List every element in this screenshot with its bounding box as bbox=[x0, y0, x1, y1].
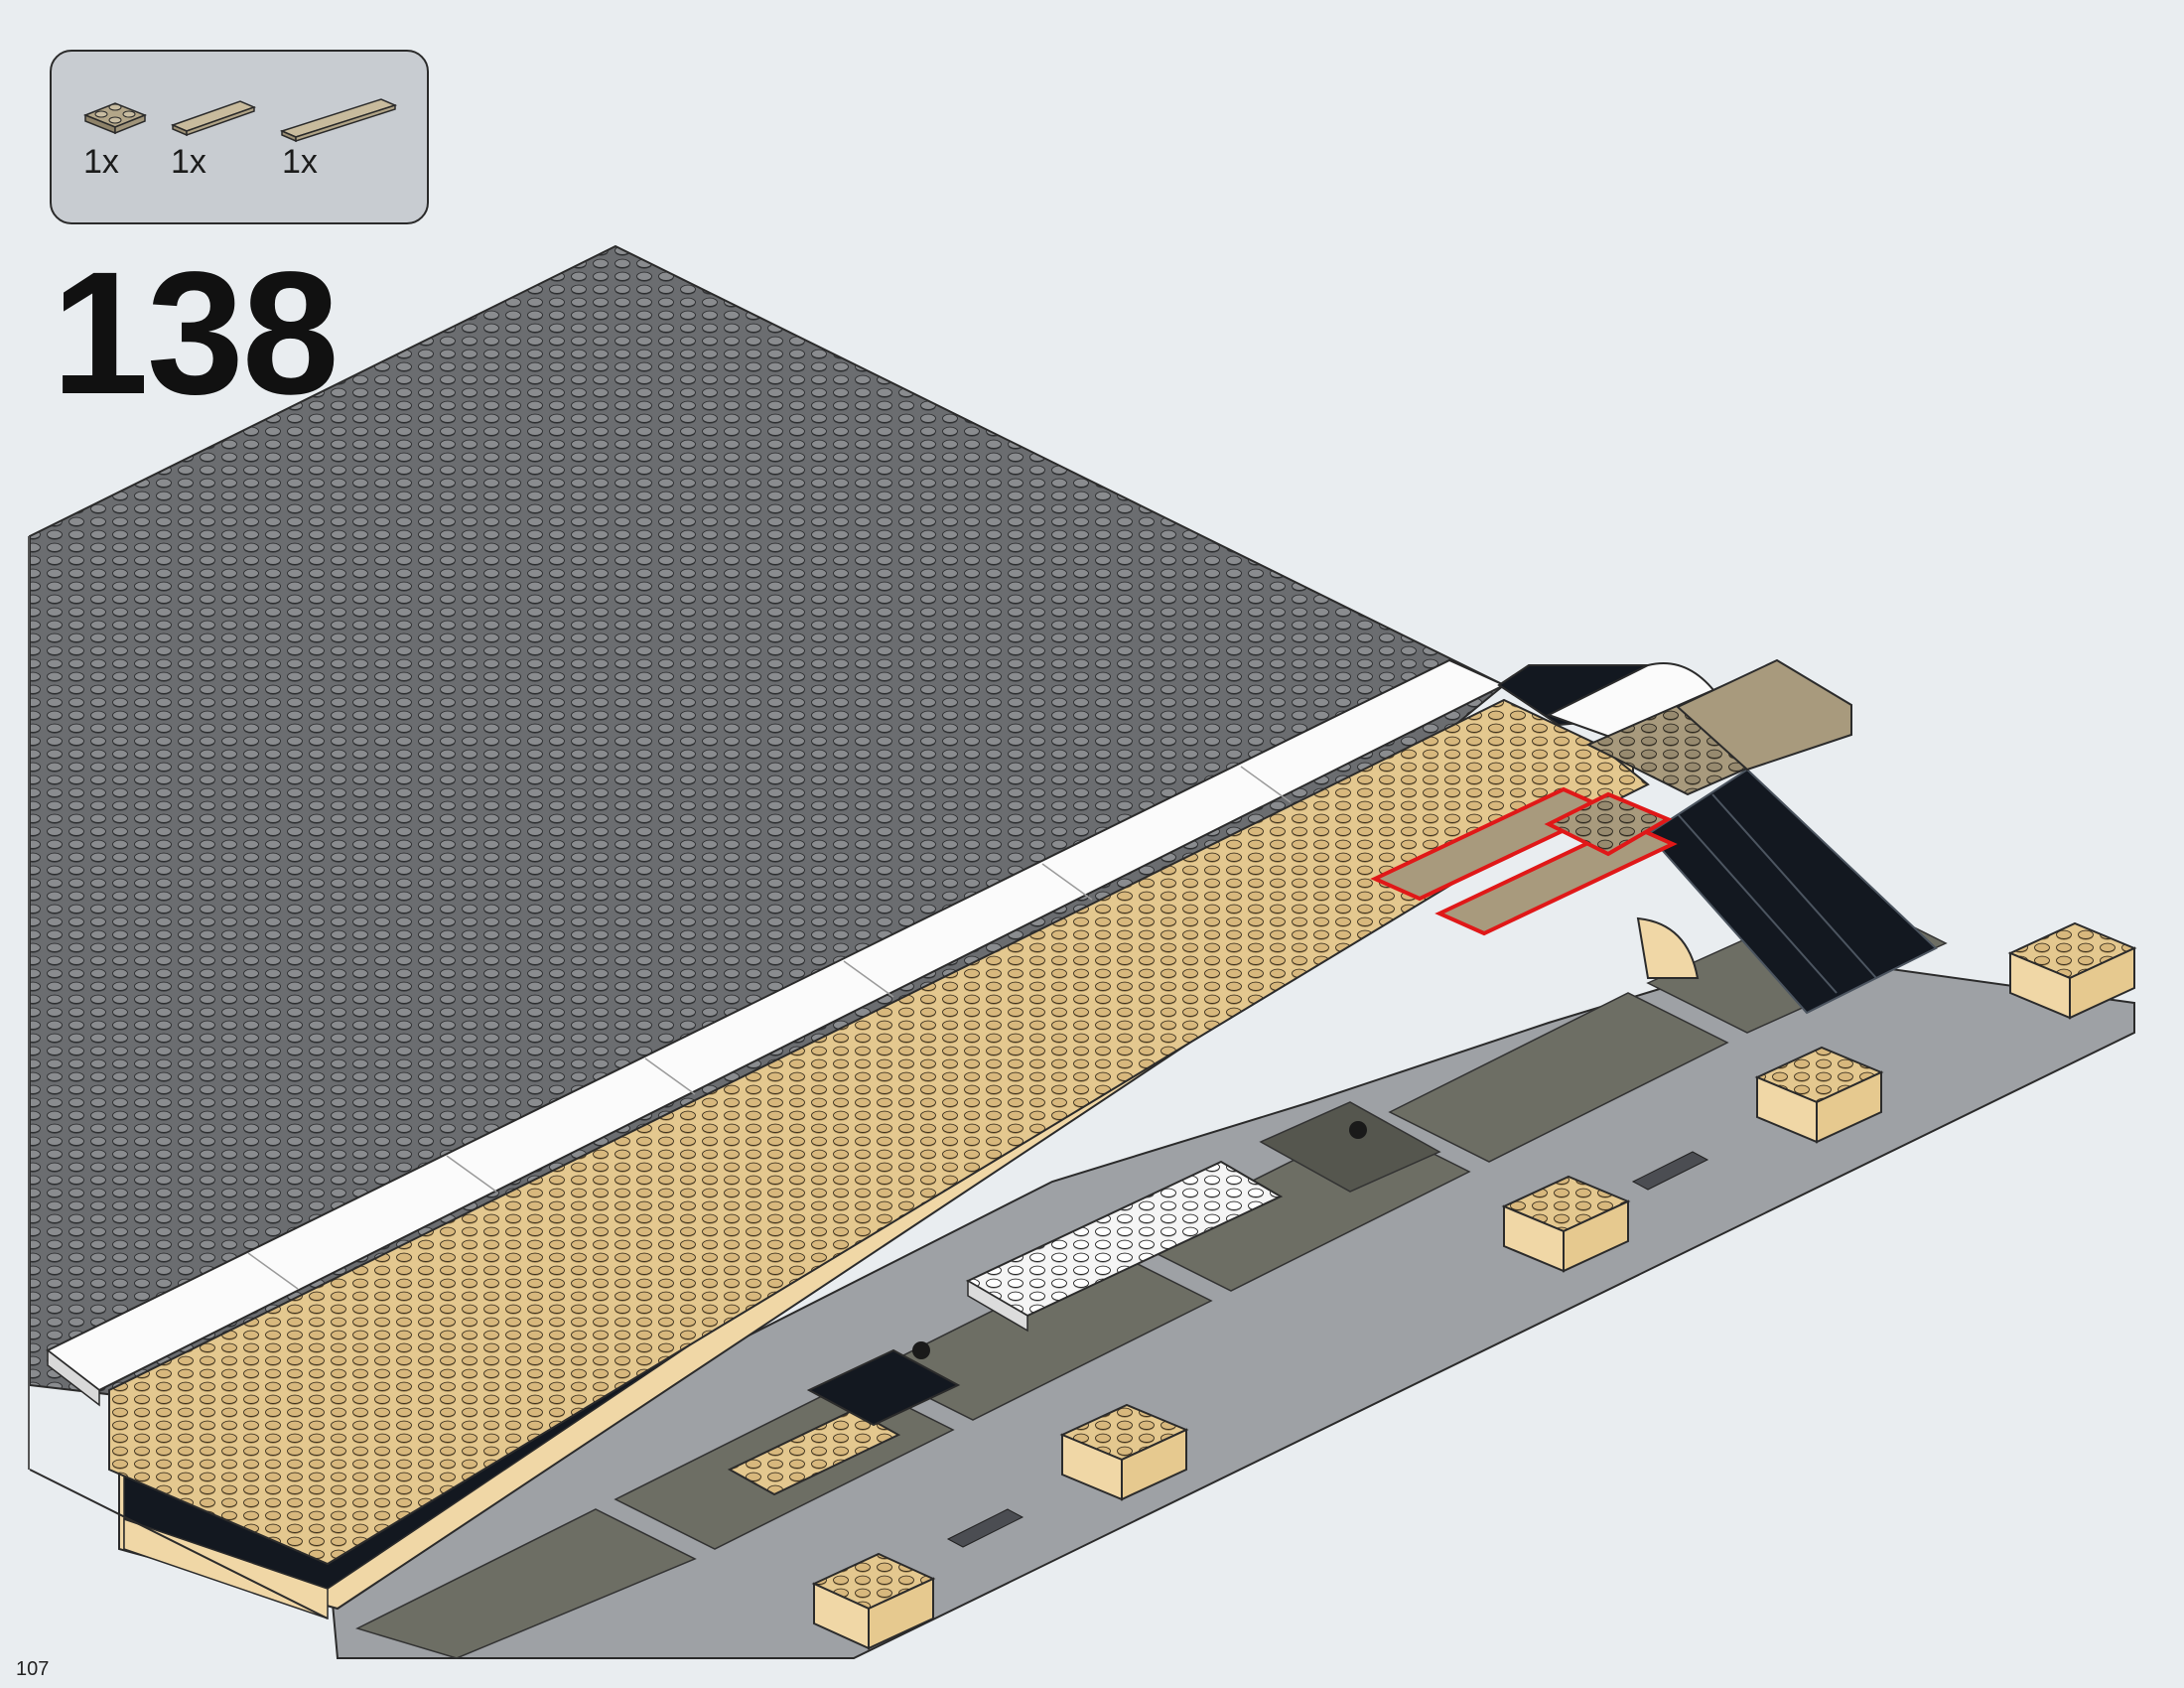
step-number: 138 bbox=[52, 236, 340, 431]
part-item bbox=[278, 95, 401, 150]
black-ramp bbox=[1646, 768, 1938, 1015]
plate-2x2-icon bbox=[82, 102, 148, 135]
new-parts-highlight bbox=[1370, 786, 1678, 936]
tile-1x4-icon bbox=[170, 100, 257, 137]
part-item bbox=[79, 95, 151, 140]
part-qty: 1x bbox=[171, 143, 206, 181]
part-qty: 1x bbox=[83, 143, 119, 181]
part-item bbox=[169, 95, 258, 144]
tan-bricks bbox=[811, 921, 2137, 1650]
tile-1x6-icon bbox=[279, 98, 398, 143]
parts-callout: 1x 1x 1x bbox=[50, 50, 429, 224]
page-number: 107 bbox=[16, 1658, 50, 1680]
part-qty: 1x bbox=[282, 143, 318, 181]
